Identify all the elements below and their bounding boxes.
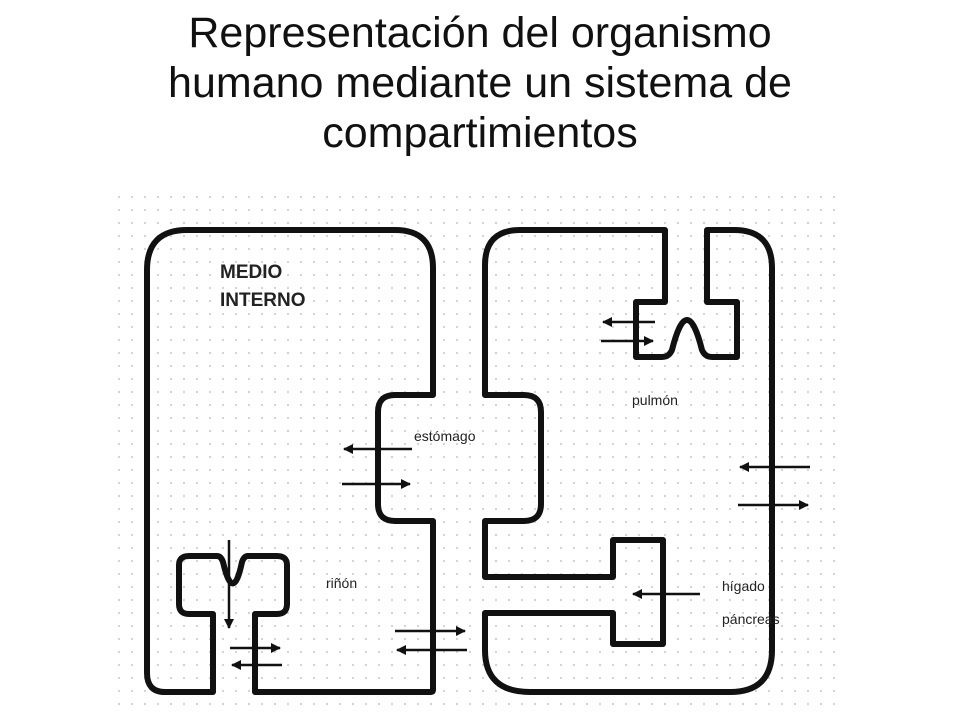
grid-background [118,190,843,715]
label-pulmon: pulmón [632,392,678,408]
title-line-1: Representación del organismo [188,9,772,57]
label-interno: INTERNO [220,290,306,311]
label-pancreas: páncreas [722,611,780,627]
label-rinon: riñón [326,575,357,591]
title-line-2: humano mediante un sistema de [168,59,792,107]
label-medio: MEDIO [220,262,282,283]
slide-title: Representación del organismo humano medi… [0,0,960,158]
right-compartment-outline [482,227,775,695]
title-line-3: compartimientos [322,109,638,157]
label-higado: hígado [722,578,765,594]
label-estomago: estómago [414,428,476,444]
left-compartment-outline [144,227,436,695]
